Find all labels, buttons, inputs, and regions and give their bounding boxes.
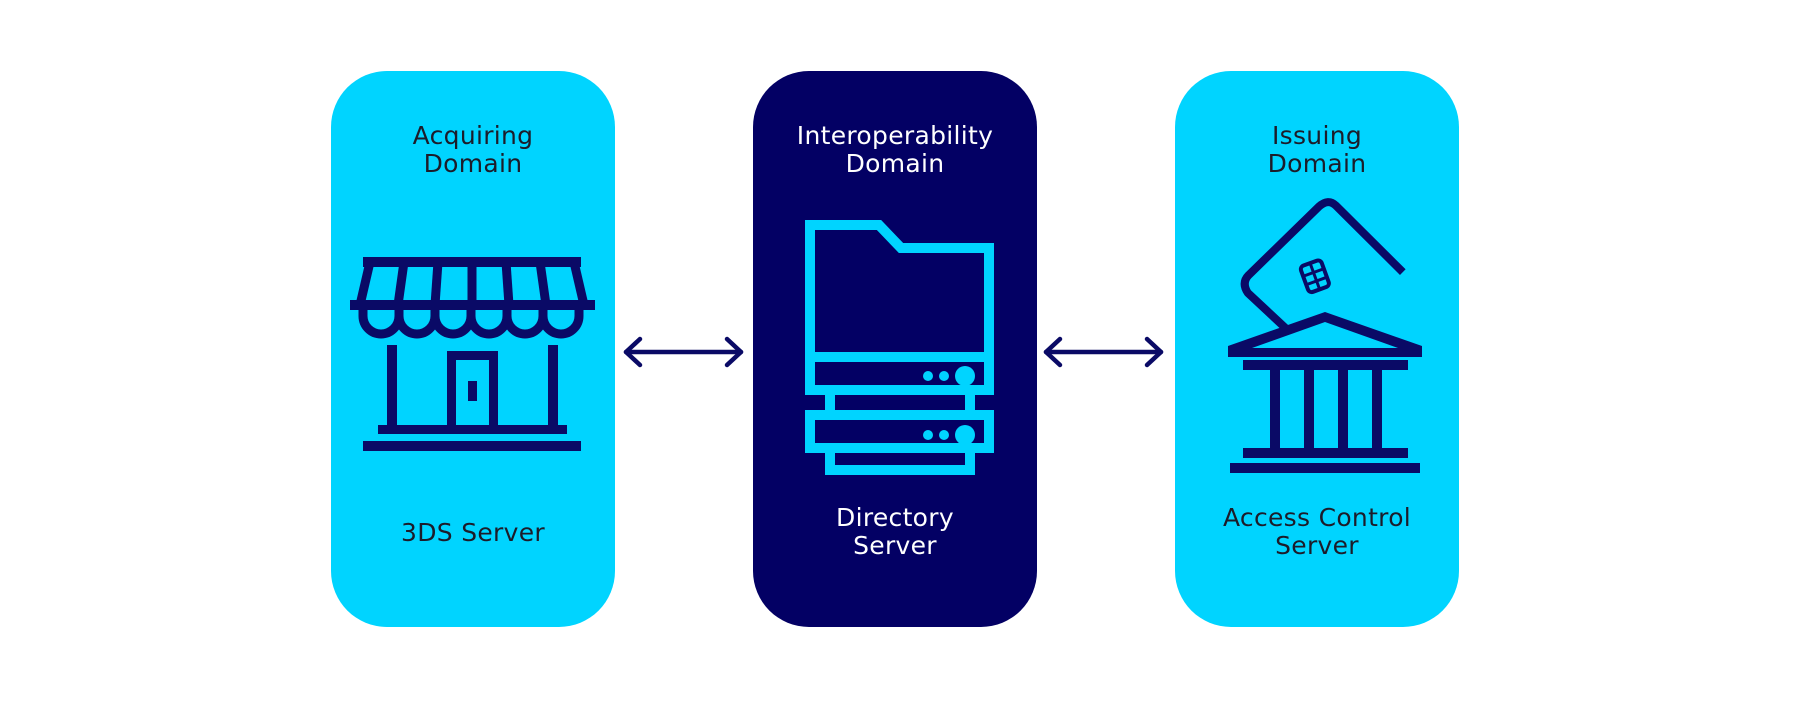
3ds-server-label: 3DS Server	[401, 518, 545, 547]
double-arrow-icon	[623, 336, 744, 368]
issuing-domain-card: Issuing Domain Access Control Server	[1175, 71, 1459, 627]
directory-server-label: Directory Server	[836, 503, 954, 560]
interoperability-domain-title: Interoperability Domain	[796, 121, 994, 178]
acquiring-domain-title: Acquiring Domain	[412, 121, 534, 178]
access-control-server-label: Access Control Server	[1222, 503, 1412, 560]
double-arrow-icon	[1043, 336, 1164, 368]
acquiring-domain-card: Acquiring Domain 3DS Server	[331, 71, 615, 627]
issuing-domain-title: Issuing Domain	[1267, 121, 1367, 178]
interoperability-domain-card: Interoperability Domain Directory Server	[753, 71, 1037, 627]
